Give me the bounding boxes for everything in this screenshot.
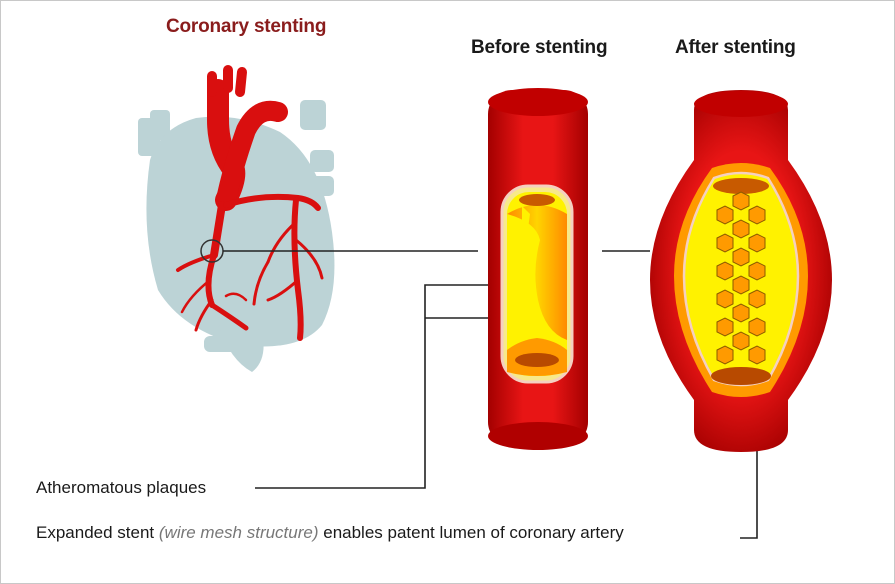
stent-label-italic: (wire mesh structure) [159, 523, 319, 542]
stent-label-suffix: enables patent lumen of coronary artery [319, 523, 624, 542]
artery-before-stenting [488, 88, 588, 450]
atheromatous-plaques-label: Atheromatous plaques [36, 478, 206, 498]
heart-graphic [138, 70, 334, 372]
after-stenting-title: After stenting [675, 37, 796, 59]
expanded-stent-label: Expanded stent (wire mesh structure) ena… [36, 523, 624, 543]
artery-after-stenting [650, 90, 832, 452]
stent-label-prefix: Expanded stent [36, 523, 159, 542]
before-stenting-title: Before stenting [471, 37, 607, 59]
coronary-stenting-title: Coronary stenting [166, 16, 326, 38]
